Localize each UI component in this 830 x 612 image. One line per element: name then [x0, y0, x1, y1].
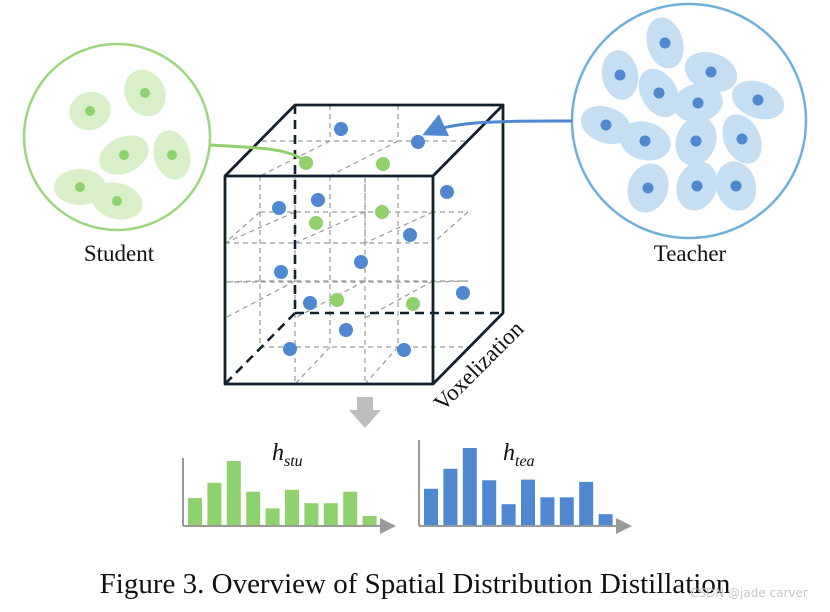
student-bar-8 — [323, 503, 338, 525]
student-label: Student — [84, 241, 155, 266]
teacher-circle — [570, 2, 808, 240]
teacher-bar-8 — [559, 497, 574, 525]
teacher-arrow — [422, 114, 573, 137]
student-cells — [54, 69, 191, 220]
student-bar-10 — [362, 516, 377, 525]
student-circle — [22, 42, 212, 232]
student-bar-4 — [246, 491, 261, 525]
h-tea-subscript: tea — [515, 453, 535, 470]
down-arrow-icon — [349, 397, 381, 428]
student-bars — [188, 461, 377, 525]
teacher-cells — [580, 17, 785, 213]
figure-caption: Figure 3. Overview of Spatial Distributi… — [99, 568, 731, 600]
teacher-bar-10 — [598, 514, 613, 525]
teacher-points — [272, 122, 470, 357]
teacher-bar-2 — [443, 468, 458, 525]
teacher-bar-6 — [521, 479, 535, 525]
teacher-bar-3 — [462, 448, 477, 525]
student-bar-1 — [188, 498, 202, 525]
teacher-bars — [424, 448, 613, 525]
student-connector — [209, 143, 305, 162]
student-bar-2 — [207, 482, 222, 525]
h-stu-symbol: h — [272, 440, 284, 466]
voxel-cube — [223, 103, 505, 386]
teacher-label: Teacher — [654, 241, 727, 266]
teacher-bar-1 — [424, 488, 438, 525]
student-bar-3 — [226, 461, 241, 525]
teacher-bar-9 — [579, 481, 594, 525]
teacher-bar-4 — [482, 480, 497, 525]
teacher-bar-5 — [501, 504, 516, 525]
watermark: CSDN @jade carver — [690, 586, 808, 600]
student-bar-6 — [285, 489, 299, 525]
h-tea-symbol: h — [503, 440, 515, 466]
teacher-histogram: htea — [418, 440, 632, 534]
h-stu-subscript: stu — [284, 453, 303, 470]
student-bar-7 — [304, 503, 319, 525]
student-points — [299, 156, 420, 311]
h-tea-label: htea — [503, 440, 535, 470]
student-histogram: hstu — [182, 440, 396, 534]
student-bar-9 — [343, 491, 358, 525]
voxelization-label: Voxelization — [429, 316, 529, 416]
voxel-grid — [224, 105, 469, 385]
teacher-bar-7 — [540, 497, 555, 525]
h-stu-label: hstu — [272, 440, 303, 470]
student-bar-5 — [265, 508, 280, 525]
